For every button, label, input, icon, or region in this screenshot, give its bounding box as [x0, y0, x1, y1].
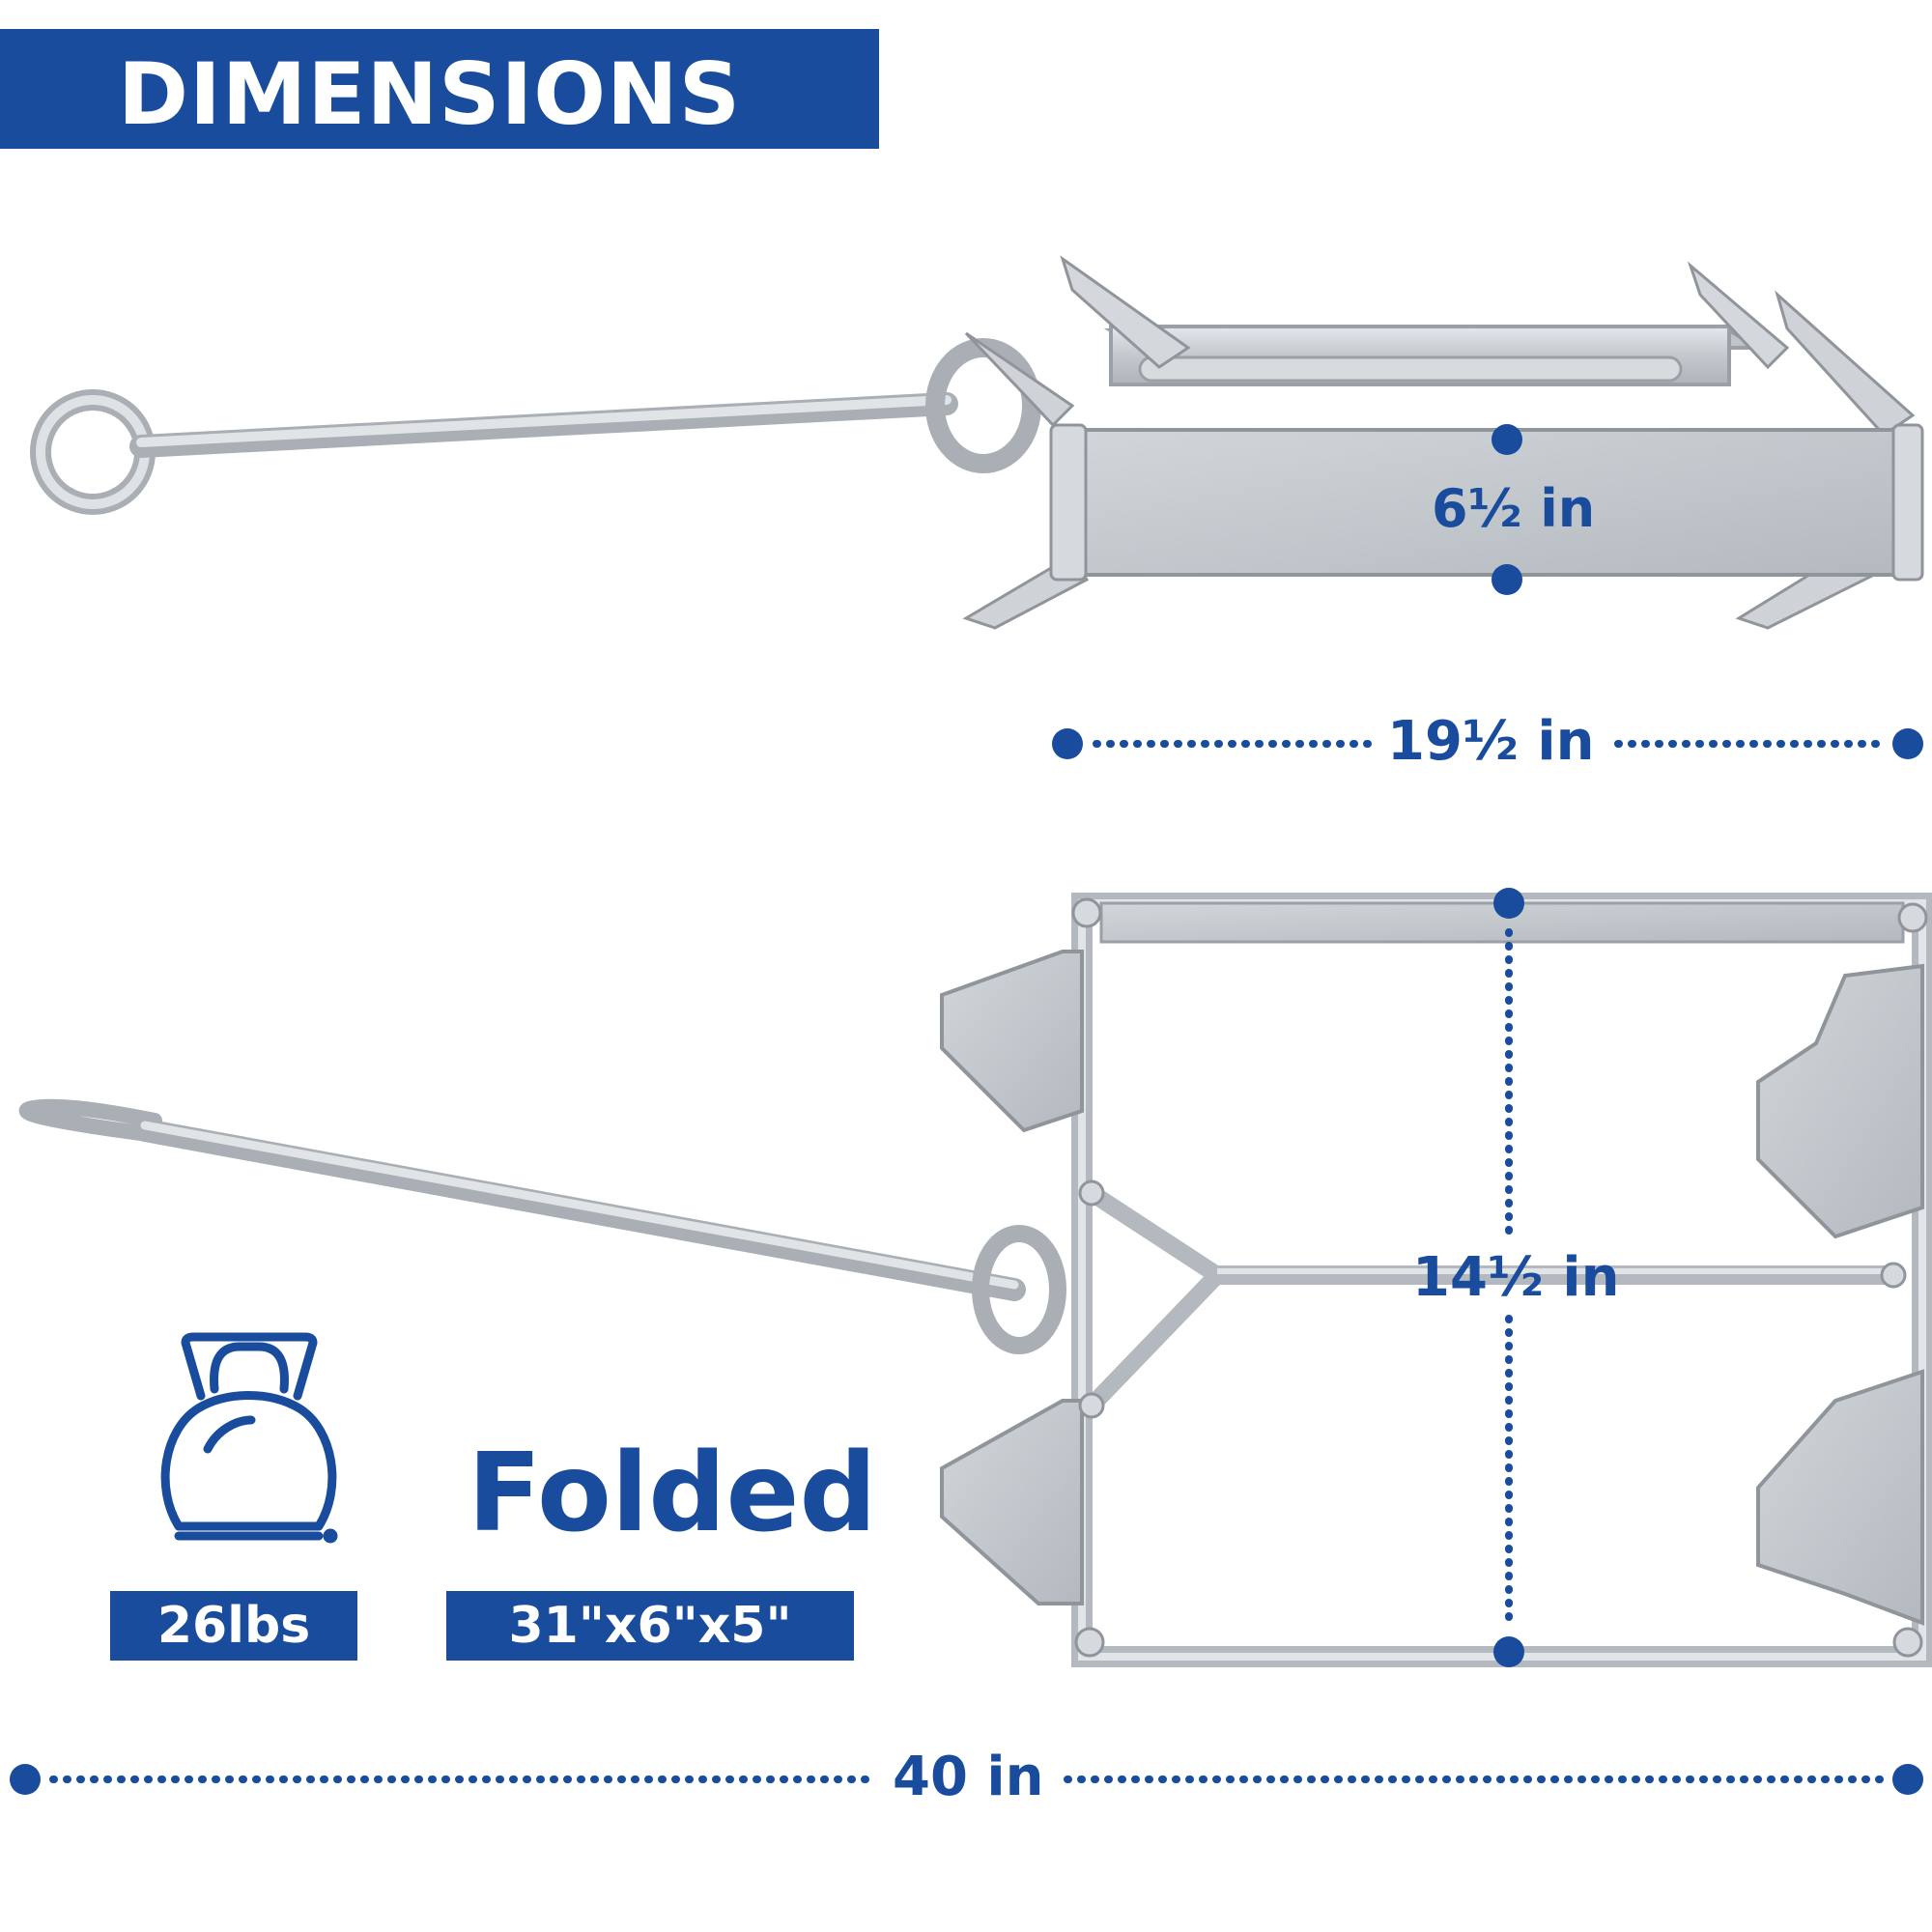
bracket-arm-upper — [1083, 1184, 1226, 1284]
folded-title: Folded — [468, 1431, 877, 1556]
fluke-top-left-2 — [1060, 255, 1191, 369]
dimension-total-length-line — [10, 1764, 1923, 1795]
bracket-arm-lower — [1083, 1266, 1226, 1414]
dimension-length-line — [1052, 728, 1923, 759]
folded-size-badge: 31"x6"x5" — [446, 1591, 854, 1661]
front-plate — [1070, 428, 1915, 577]
fluke-top-right-1 — [1687, 261, 1790, 370]
fluke-right-upper — [1756, 963, 1924, 1239]
shank-rod-open — [133, 1119, 1026, 1301]
fluke-right-lower — [1756, 1369, 1924, 1626]
hinge-left — [1049, 423, 1088, 582]
weight-badge: 26lbs — [110, 1591, 357, 1661]
dimension-height-line — [1492, 424, 1522, 595]
folded-size-label: 31"x6"x5" — [508, 1597, 792, 1655]
fluke-left-upper — [940, 950, 1084, 1133]
shank-shackle — [972, 1225, 1066, 1354]
kettlebell-icon — [160, 1332, 338, 1544]
weight-label: 26lbs — [156, 1597, 311, 1655]
length-dimension-label: 19½ in — [1372, 715, 1610, 769]
fluke-top-left-1 — [964, 331, 1075, 428]
dimensions-banner: DIMENSIONS — [0, 29, 879, 149]
fluke-left-lower — [940, 1399, 1084, 1605]
hinge-right — [1891, 423, 1924, 582]
page-title: DIMENSIONS — [118, 44, 742, 144]
anchor-side-view — [30, 255, 1924, 630]
dimension-width-line — [1493, 888, 1524, 1667]
total-length-label: 40 in — [877, 1750, 1060, 1804]
fluke-top-right-2 — [1775, 290, 1916, 437]
width-dimension-label: 14½ in — [1412, 1246, 1620, 1309]
shank-loop — [18, 1098, 162, 1143]
height-dimension-label: 6½ in — [1432, 478, 1596, 539]
anchor-top-view — [18, 893, 1932, 1667]
